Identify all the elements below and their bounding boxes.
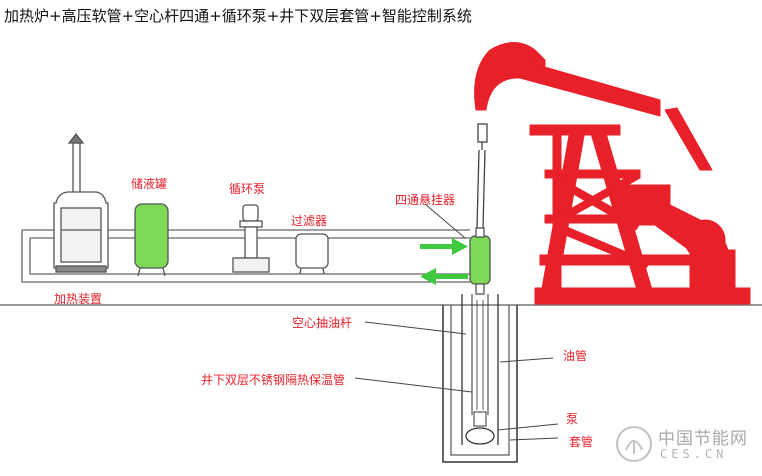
diagram-title: 加热炉+高压软管+空心杆四通+循环泵+井下双层套管+智能控制系统 xyxy=(4,7,472,25)
label-insulated-pipe: 井下双层不锈钢隔热保温管 xyxy=(201,373,346,387)
label-circulation-pump: 循环泵 xyxy=(229,182,266,196)
filter-device xyxy=(295,233,329,275)
watermark-cn: 中国节能网 xyxy=(658,429,748,449)
four-way-hanger xyxy=(469,227,491,295)
pump-jack xyxy=(474,42,751,305)
wellbore xyxy=(442,294,518,463)
hollow-rod-inner xyxy=(476,300,484,410)
watermark-en: CES.CN xyxy=(660,447,728,461)
leader-lines xyxy=(354,203,559,441)
label-four-way-hanger: 四通悬挂器 xyxy=(395,193,456,207)
label-pump: 泵 xyxy=(566,412,579,426)
label-casing: 套管 xyxy=(569,435,594,449)
pump-ball xyxy=(465,427,495,445)
polished-rod xyxy=(476,123,488,229)
return-arrow xyxy=(420,268,468,285)
storage-tank xyxy=(134,203,169,277)
circulation-pump xyxy=(232,204,270,273)
watermark-logo-icon xyxy=(616,426,652,462)
tubing-pipe xyxy=(461,294,499,445)
label-filter: 过滤器 xyxy=(291,214,328,228)
label-hollow-rod: 空心抽油杆 xyxy=(292,316,353,330)
casing-outer xyxy=(442,305,518,463)
casing-inner xyxy=(450,305,510,456)
heater-device xyxy=(53,132,109,273)
hollow-rod-outer xyxy=(471,294,489,415)
label-tubing: 油管 xyxy=(563,349,588,363)
label-storage-tank: 储液罐 xyxy=(131,177,168,191)
label-heater: 加热装置 xyxy=(54,292,103,306)
inflow-arrow xyxy=(420,238,468,255)
